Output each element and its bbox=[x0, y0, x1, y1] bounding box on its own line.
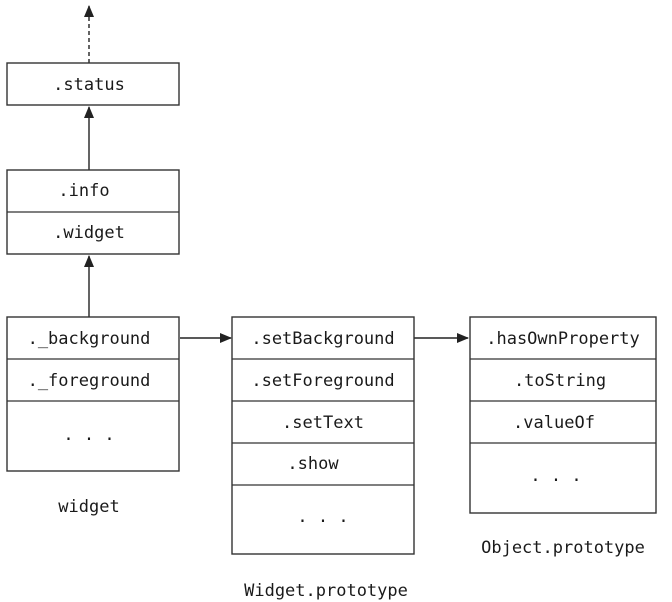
widget-instance-box: ._background ._foreground . . . bbox=[6, 316, 180, 472]
object-prototype-box: .hasOwnProperty .toString .valueOf . . . bbox=[469, 316, 657, 514]
info-object-box: .info .widget bbox=[6, 169, 180, 255]
foreground-property: ._foreground bbox=[28, 371, 151, 391]
ellipsis: . . . bbox=[63, 425, 114, 445]
show-method: .show bbox=[287, 454, 339, 474]
widget-prototype-box: .setBackground .setForeground .setText .… bbox=[231, 316, 415, 555]
status-object-box: .status bbox=[6, 62, 180, 106]
set-background-method: .setBackground bbox=[251, 329, 394, 349]
ellipsis: . . . bbox=[530, 466, 581, 486]
background-property: ._background bbox=[28, 329, 151, 349]
status-property: .status bbox=[53, 75, 125, 95]
widget-property: .widget bbox=[53, 223, 125, 243]
info-property: .info bbox=[58, 181, 109, 201]
widget-caption: widget bbox=[58, 497, 119, 517]
value-of-method: .valueOf bbox=[513, 413, 595, 433]
object-prototype-caption: Object.prototype bbox=[481, 538, 645, 558]
set-text-method: .setText bbox=[282, 413, 364, 433]
ellipsis: . . . bbox=[297, 507, 348, 527]
has-own-property-method: .hasOwnProperty bbox=[486, 329, 640, 349]
to-string-method: .toString bbox=[514, 371, 606, 391]
set-foreground-method: .setForeground bbox=[251, 371, 394, 391]
widget-prototype-caption: Widget.prototype bbox=[244, 581, 408, 601]
